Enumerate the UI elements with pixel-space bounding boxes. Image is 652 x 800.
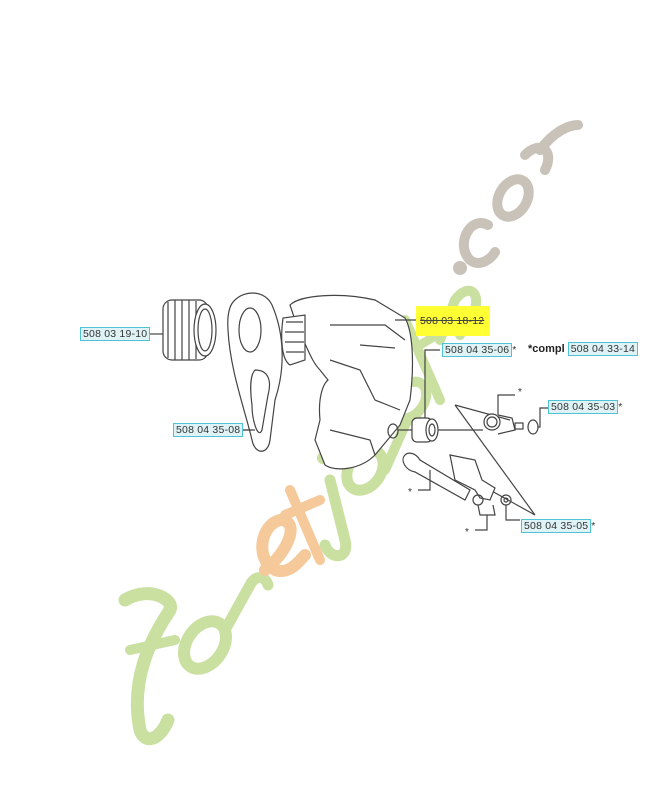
- part-label-nut[interactable]: 508 03 19-10: [80, 327, 151, 341]
- asterisk-marker: *: [465, 527, 469, 538]
- part-label-kit[interactable]: 508 04 33-14: [567, 342, 639, 356]
- part-label-oring[interactable]: 508 04 35-03*: [548, 400, 623, 414]
- valve-assembly-part: [402, 394, 548, 531]
- part-label-housing-highlighted[interactable]: 508 03 18-12: [416, 306, 491, 336]
- housing-part: [281, 294, 418, 470]
- part-label-washer[interactable]: 508 04 35-05*: [521, 519, 596, 533]
- asterisk-marker: *: [518, 387, 522, 398]
- asterisk-marker: *: [408, 487, 412, 498]
- part-label-bracket[interactable]: 508 04 35-08: [173, 423, 244, 437]
- nut-part: [158, 299, 217, 361]
- kit-note: *compl 508 04 33-14: [528, 342, 639, 356]
- bushing-part: [398, 349, 483, 443]
- part-label-bushing[interactable]: 508 04 35-06*: [442, 343, 517, 357]
